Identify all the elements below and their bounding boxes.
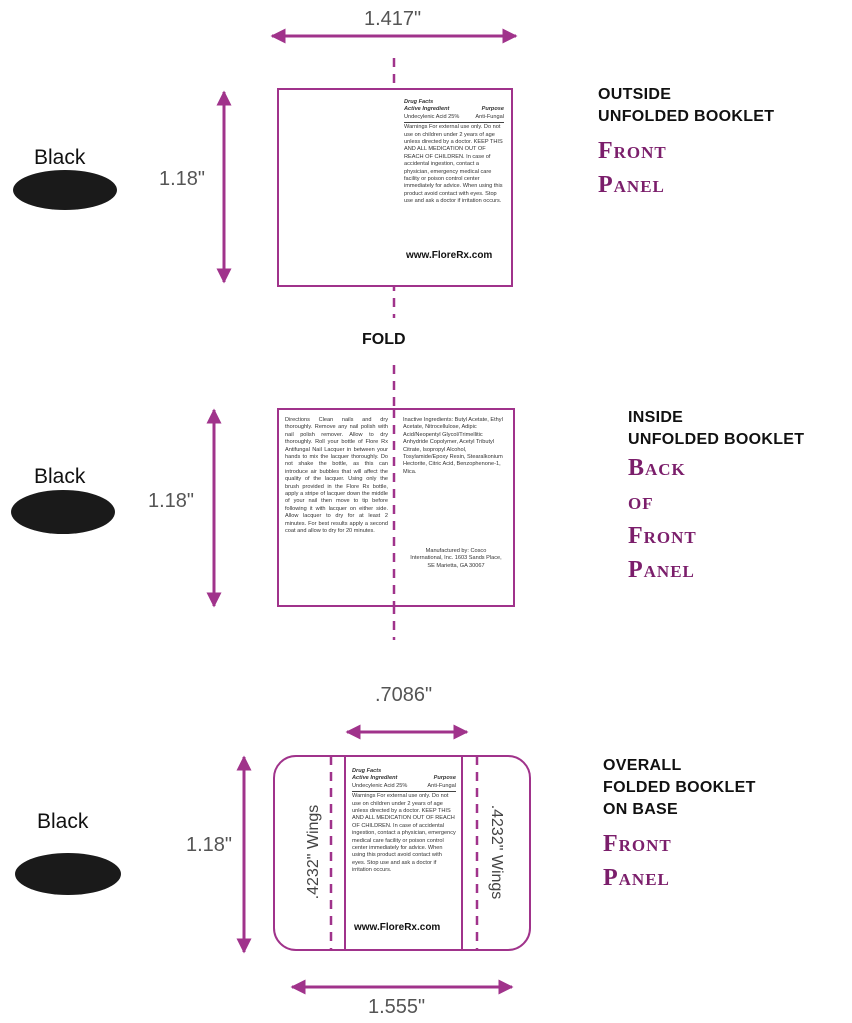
height-label-2: 1.18" xyxy=(148,490,195,512)
drug-facts-title: Drug Facts xyxy=(352,768,382,774)
purpose-value: Anti-Fungal xyxy=(475,113,504,120)
heading-line: OVERALL xyxy=(603,757,682,774)
accent-line: Back xyxy=(628,455,686,481)
folded-booklet-face xyxy=(344,755,463,951)
color-label-2: Black xyxy=(34,465,86,488)
outside-panel xyxy=(277,88,513,287)
manufacturer-text: Manufactured by: Cosco International, In… xyxy=(410,548,502,569)
heading-line: ON BASE xyxy=(603,801,678,818)
black-swatch-1 xyxy=(13,170,117,210)
mid-width-label: .7086" xyxy=(375,684,433,706)
drug-facts-title: Drug Facts xyxy=(404,99,434,105)
height-label-1: 1.18" xyxy=(159,168,206,190)
height-label-3: 1.18" xyxy=(186,834,233,856)
purpose-label: Purpose xyxy=(433,775,456,782)
heading-line: UNFOLDED BOOKLET xyxy=(628,431,805,448)
section-outside-caption: OUTSIDE UNFOLDED BOOKLET Front Panel xyxy=(598,84,774,202)
wing-label-right: .4232" Wings xyxy=(488,804,505,900)
accent-line: Panel xyxy=(628,557,695,583)
active-ingredient-value: Undecylenic Acid 25% xyxy=(404,113,460,120)
directions-text: Directions Clean nails and dry thoroughl… xyxy=(285,417,388,535)
active-ingredient-label: Active Ingredient xyxy=(404,106,450,113)
fold-label: FOLD xyxy=(362,331,406,348)
heading-line: FOLDED BOOKLET xyxy=(603,779,756,796)
inactive-ingredients-text: Inactive Ingredients: Butyl Acetate, Eth… xyxy=(403,417,503,475)
accent-line: Panel xyxy=(603,865,670,891)
purpose-label: Purpose xyxy=(481,106,504,113)
purpose-value: Anti-Fungal xyxy=(427,782,456,789)
url-folded: www.FloreRx.com xyxy=(354,922,441,933)
accent-line: Front xyxy=(598,138,667,164)
heading-line: OUTSIDE xyxy=(598,86,672,103)
heading-line: UNFOLDED BOOKLET xyxy=(598,108,775,125)
drug-facts-outside: Drug Facts Active Ingredient Purpose Unde… xyxy=(404,99,504,247)
url-outside: www.FloreRx.com xyxy=(406,250,493,261)
black-swatch-2 xyxy=(11,490,115,534)
heading-line: INSIDE xyxy=(628,409,684,426)
active-ingredient-value: Undecylenic Acid 25% xyxy=(352,782,408,789)
inside-panel xyxy=(277,408,515,607)
active-ingredient-label: Active Ingredient xyxy=(352,775,398,782)
top-width-label: 1.417" xyxy=(364,8,422,30)
section-inside-caption: INSIDE UNFOLDED BOOKLET Back of Front Pa… xyxy=(628,407,804,587)
accent-line: of xyxy=(628,489,654,515)
warnings-text: Warnings For external use only. Do not u… xyxy=(352,793,456,874)
bottom-width-label: 1.555" xyxy=(368,996,426,1018)
color-label-1: Black xyxy=(34,146,86,169)
warnings-text: Warnings For external use only. Do not u… xyxy=(404,124,503,205)
wing-label-left: .4232" Wings xyxy=(305,804,322,900)
color-label-3: Black xyxy=(37,810,89,833)
drug-facts-folded: Drug Facts Active Ingredient Purpose Unde… xyxy=(352,768,456,918)
accent-line: Panel xyxy=(598,172,665,198)
accent-line: Front xyxy=(628,523,697,549)
black-swatch-3 xyxy=(15,853,121,895)
accent-line: Front xyxy=(603,831,672,857)
section-overall-caption: OVERALL FOLDED BOOKLET ON BASE Front Pan… xyxy=(603,755,756,895)
